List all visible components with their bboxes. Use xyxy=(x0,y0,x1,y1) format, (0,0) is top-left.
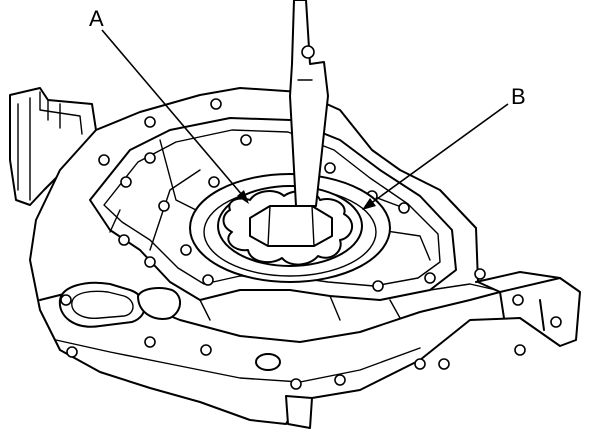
bolt-holes xyxy=(60,98,562,390)
callout-label-b: B xyxy=(511,84,526,109)
leader-line-b xyxy=(362,103,509,210)
callout-label-a: A xyxy=(89,6,104,31)
inner-rotor-icon xyxy=(222,190,354,266)
leader-line-a xyxy=(101,29,249,204)
screwdriver-icon xyxy=(289,0,329,207)
